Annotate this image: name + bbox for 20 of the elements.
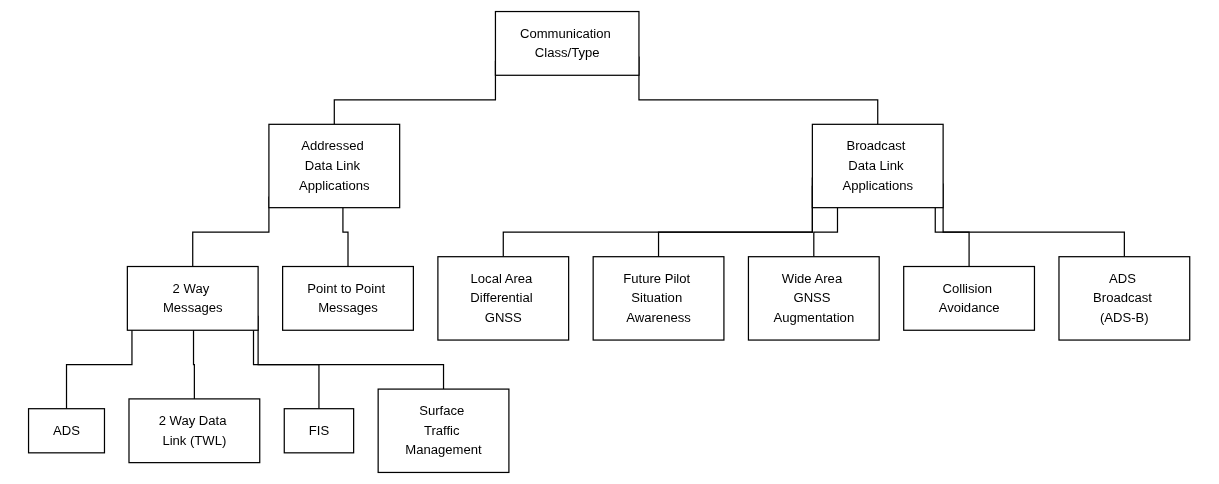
node-box: ADS Broadcast (ADS-B): [1058, 256, 1191, 341]
node-box: ADS: [28, 408, 106, 454]
node-box: Addressed Data Link Applications: [268, 123, 401, 209]
node-box: 2 Way Messages: [127, 265, 260, 331]
node-box: FIS: [284, 408, 355, 454]
node-box: 2 Way Data Link (TWL): [128, 398, 261, 464]
node-box: Wide Area GNSS Augmentation: [748, 256, 881, 341]
connector: [193, 329, 196, 400]
node-box: Communication Class/Type: [495, 10, 640, 76]
connector: [253, 329, 320, 410]
node-box: Point to Point Messages: [282, 265, 415, 331]
node-box: Broadcast Data Link Applications: [812, 123, 945, 209]
connector: [342, 207, 349, 268]
connector: [813, 207, 839, 258]
node-box: Future Pilot Situation Awareness: [592, 256, 725, 341]
node-box: Surface Traffic Management: [377, 388, 510, 474]
node-box: Local Area Differential GNSS: [437, 256, 570, 341]
node-box: Collision Avoidance: [903, 265, 1036, 331]
connector: [66, 329, 133, 410]
connector: [935, 207, 971, 268]
